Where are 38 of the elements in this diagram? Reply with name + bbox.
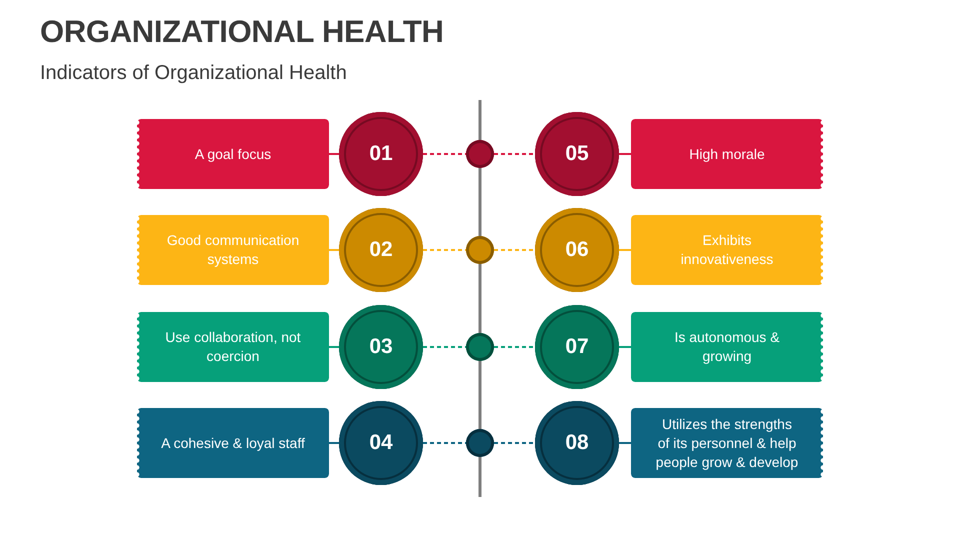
number-circle: 08 [535,401,619,485]
dashed-connector [494,153,535,155]
number-circle: 01 [339,112,423,196]
dashed-connector [494,442,535,444]
timeline-dot [466,333,494,361]
text-card: A goal focus [137,119,329,189]
number-circle: 02 [339,208,423,292]
timeline-dot [466,236,494,264]
dashed-connector [423,442,466,444]
dashed-connector [423,153,466,155]
number-circle: 07 [535,305,619,389]
timeline-dot [466,429,494,457]
dashed-connector [423,249,466,251]
text-card: Is autonomous & growing [631,312,823,382]
connector-line [619,346,631,348]
title: ORGANIZATIONAL HEALTH [40,14,444,50]
dashed-connector [494,346,535,348]
connector-line [619,442,631,444]
timeline-dot [466,140,494,168]
text-card: Exhibits innovativeness [631,215,823,285]
text-card: High morale [631,119,823,189]
subtitle: Indicators of Organizational Health [40,62,347,85]
text-card: Good communication systems [137,215,329,285]
connector-line [619,249,631,251]
number-circle: 05 [535,112,619,196]
connector-line [329,153,339,155]
connector-line [619,153,631,155]
number-circle: 03 [339,305,423,389]
dashed-connector [494,249,535,251]
text-card: Use collaboration, not coercion [137,312,329,382]
connector-line [329,249,339,251]
connector-line [329,442,339,444]
dashed-connector [423,346,466,348]
number-circle: 06 [535,208,619,292]
text-card: A cohesive & loyal staff [137,408,329,478]
number-circle: 04 [339,401,423,485]
text-card: Utilizes the strengths of its personnel & help people grow & develop [631,408,823,478]
connector-line [329,346,339,348]
